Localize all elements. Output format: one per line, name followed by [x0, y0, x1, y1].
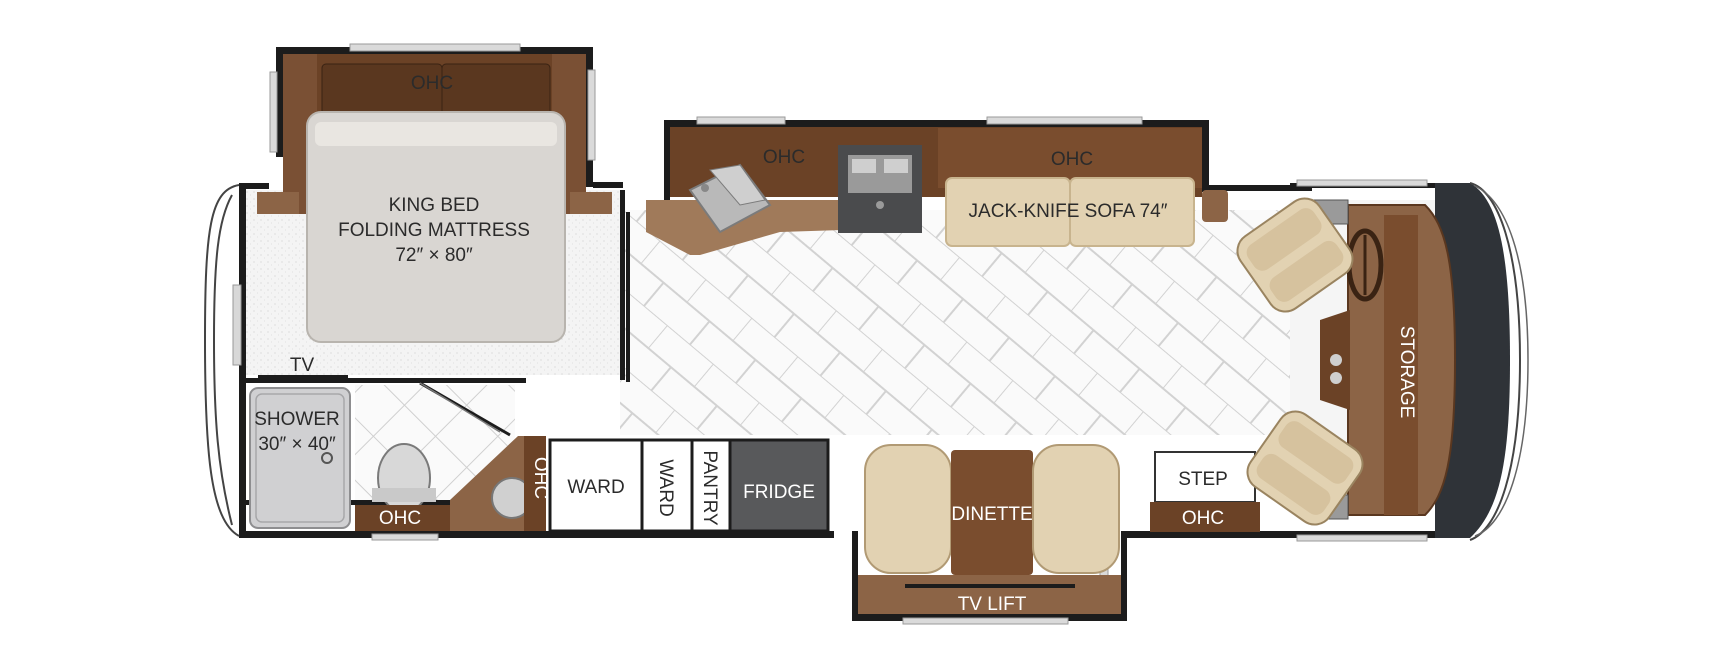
- bedroom: OHC KING BED FOLDING MATTRESS 72″ × 80″: [257, 54, 612, 343]
- driver-seat: [1236, 197, 1354, 313]
- fridge-label: FRIDGE: [743, 482, 815, 503]
- living-floor: [620, 210, 1300, 435]
- shower-label-line1: SHOWER: [254, 409, 340, 430]
- step-ohc-cabinet: [1150, 502, 1260, 532]
- shower-label-line2: 30″ × 40″: [258, 434, 336, 455]
- tv-panel: [258, 375, 348, 381]
- fridge: [728, 438, 830, 533]
- passenger-seat: [1246, 410, 1364, 526]
- bathroom: TV SHOWER 30″ × 40″ OHC OHC: [246, 355, 551, 531]
- king-bed: [306, 111, 566, 343]
- entry-post: [626, 212, 630, 382]
- dinette-base: [858, 575, 1121, 614]
- dinette-seat-right: [1032, 444, 1120, 574]
- tv-lift-label: TV LIFT: [958, 594, 1027, 615]
- entry: STEP OHC: [1150, 451, 1260, 532]
- ward-1: [548, 438, 644, 533]
- dinette-seat-left: [864, 444, 952, 574]
- shower-drain: [321, 452, 333, 464]
- step-ohc-label: OHC: [1182, 508, 1224, 529]
- ward-1-label: WARD: [567, 477, 624, 498]
- bed-ohc-label: OHC: [411, 73, 453, 94]
- rear-cap: [203, 184, 240, 537]
- dinette: DINETTE TV LIFT: [858, 444, 1121, 615]
- bedroom-divider: [620, 190, 625, 380]
- tv-label: TV: [290, 355, 315, 376]
- bath-ohc-label: OHC: [379, 508, 421, 529]
- front-cap: [1435, 182, 1529, 541]
- kitchen-ohc-label: OHC: [763, 147, 805, 168]
- center-console: [1320, 310, 1350, 410]
- ward-2-label: WARD: [655, 459, 676, 516]
- bed-label-line1: KING BED: [389, 195, 480, 216]
- sofa-ohc-label: OHC: [1051, 149, 1093, 170]
- stove: [838, 145, 922, 233]
- sink: [688, 163, 772, 234]
- sofa: OHC JACK-KNIFE SOFA 74″: [938, 128, 1228, 247]
- cockpit: STORAGE: [1236, 197, 1457, 526]
- sofa-cushion-right: [1069, 177, 1195, 247]
- storage-label: STORAGE: [1396, 326, 1417, 419]
- bed-label-line2: FOLDING MATTRESS: [338, 220, 530, 241]
- storage-block: WARD WARD PANTRY FRIDGE: [548, 438, 830, 533]
- bath-vertical-ohc-label: OHC: [530, 457, 551, 499]
- dinette-table: [951, 450, 1033, 575]
- pantry-label: PANTRY: [699, 450, 720, 526]
- step-label: STEP: [1178, 469, 1228, 490]
- kitchen-counter: [646, 200, 842, 255]
- dinette-label: DINETTE: [951, 504, 1032, 525]
- rear-window: [232, 284, 242, 366]
- bed-label-line3: 72″ × 80″: [395, 245, 473, 266]
- sofa-label: JACK-KNIFE SOFA 74″: [969, 201, 1168, 222]
- shower: [249, 387, 351, 529]
- tv-lift-bar: [905, 584, 1075, 588]
- bed-pillow-band: [315, 122, 557, 146]
